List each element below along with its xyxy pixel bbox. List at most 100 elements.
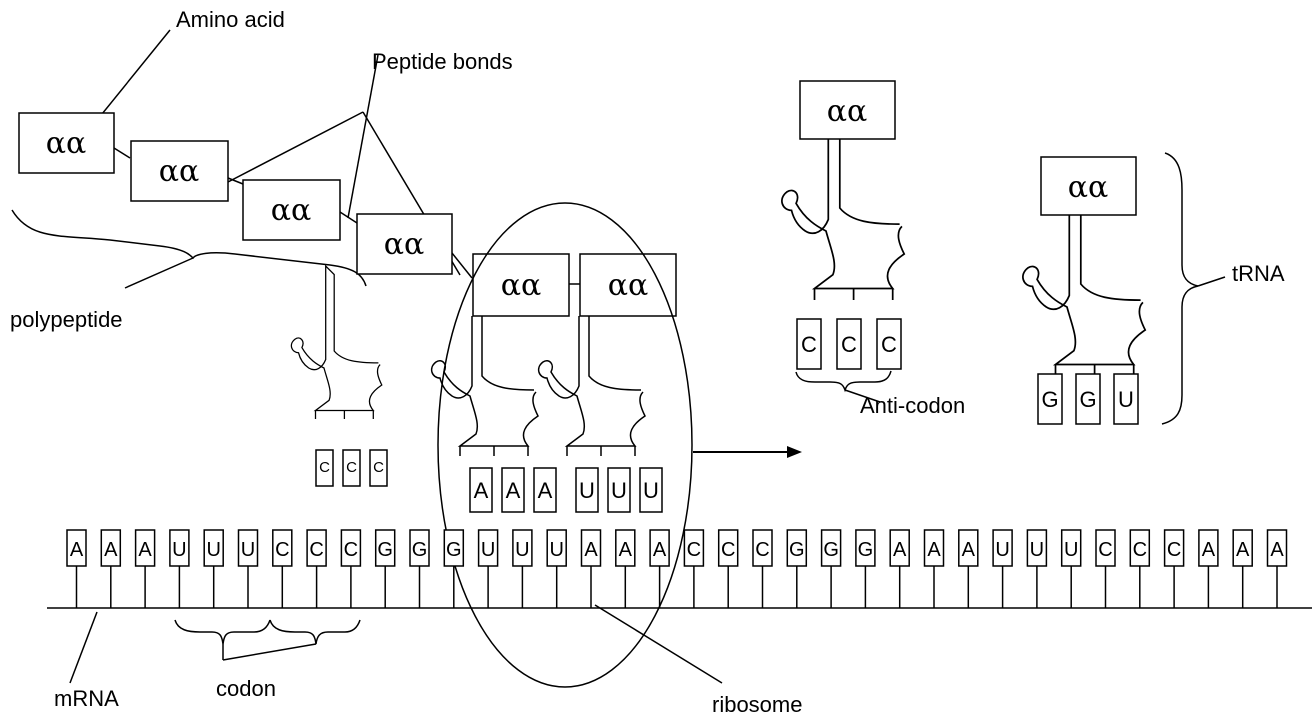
mrna-base: G: [410, 530, 429, 608]
trna-leader: [1198, 277, 1225, 286]
mrna-base-letter: A: [104, 539, 118, 561]
mrna-base: A: [650, 530, 669, 608]
anticodon-base-letter: U: [643, 478, 659, 503]
mrna-base-letter: G: [823, 539, 839, 561]
mrna-base: U: [513, 530, 532, 608]
ribosome-label: ribosome: [712, 692, 802, 717]
mrna-base: U: [1062, 530, 1081, 608]
codon-leader: [223, 644, 316, 660]
mrna-base: C: [684, 530, 703, 608]
mrna-label: mRNA: [54, 686, 119, 711]
codon-label: codon: [216, 676, 276, 701]
mrna-base-letter: U: [549, 539, 563, 561]
mrna-base: A: [1268, 530, 1287, 608]
mrna-base: A: [136, 530, 155, 608]
anti-codon-label: Anti-codon: [860, 393, 965, 418]
mrna-base: U: [239, 530, 258, 608]
mrna-base: A: [582, 530, 601, 608]
amino-acid-symbol: αα: [1068, 170, 1109, 205]
mrna-base-letter: G: [858, 539, 874, 561]
mrna-base: G: [787, 530, 806, 608]
peptide-bonds-label: Peptide bonds: [372, 49, 513, 74]
anticodon-base-letter: C: [346, 459, 357, 476]
mrna-base: U: [547, 530, 566, 608]
anticodon-base-letter: U: [611, 478, 627, 503]
mrna-base-letter: U: [515, 539, 529, 561]
trna-body: [432, 316, 538, 456]
mrna-base: C: [1096, 530, 1115, 608]
mrna-base-letter: C: [687, 539, 701, 561]
mrna-base-letter: A: [1236, 539, 1250, 561]
anticodon-base-letter: C: [881, 332, 897, 357]
mrna-base-letter: C: [721, 539, 735, 561]
amino-acid-symbol: αα: [271, 193, 312, 228]
anticodon-base-letter: C: [319, 459, 330, 476]
anticodon-base-letter: C: [801, 332, 817, 357]
mrna-base: C: [1165, 530, 1184, 608]
mrna-base-letter: U: [241, 539, 255, 561]
mrna-base-letter: U: [1064, 539, 1078, 561]
trna-bodies: [291, 139, 1145, 456]
anticodon-base-letter: A: [474, 478, 489, 503]
mrna-base-letter: G: [446, 539, 462, 561]
anticodon-base-letter: G: [1041, 387, 1058, 412]
anticodon-base-letter: U: [1118, 387, 1134, 412]
mrna-base-letter: C: [309, 539, 323, 561]
mrna-leader: [70, 612, 97, 683]
amino-acid-symbol: αα: [159, 154, 200, 189]
mrna-base: A: [1199, 530, 1218, 608]
amino-acid-symbol: αα: [384, 227, 425, 262]
mrna-base: A: [616, 530, 635, 608]
mrna-base-letter: A: [1270, 539, 1284, 561]
mrna-base: U: [204, 530, 223, 608]
mrna-base-letter: G: [412, 539, 428, 561]
mrna-base: A: [959, 530, 978, 608]
polypeptide-leader: [125, 258, 193, 288]
trna-brace: [1162, 153, 1198, 424]
mrna-base-letter: G: [789, 539, 805, 561]
mrna-base-letter: A: [584, 539, 598, 561]
anticodon-base-letter: G: [1079, 387, 1096, 412]
mrna-base: U: [1027, 530, 1046, 608]
mrna-base: A: [1233, 530, 1252, 608]
mrna-base: C: [1130, 530, 1149, 608]
movement-arrow: [693, 446, 802, 458]
mrna-base-letter: C: [755, 539, 769, 561]
mrna-base: A: [925, 530, 944, 608]
mrna-base-letter: G: [377, 539, 393, 561]
mrna-base: A: [101, 530, 120, 608]
amino-acid-symbol: αα: [501, 268, 542, 303]
mrna-base-letter: U: [1030, 539, 1044, 561]
mrna-base-letter: A: [619, 539, 633, 561]
mrna-base: U: [479, 530, 498, 608]
mrna-base-letter: A: [893, 539, 907, 561]
mrna-base-letter: U: [172, 539, 186, 561]
mrna-base: C: [719, 530, 738, 608]
mrna-base-letter: C: [275, 539, 289, 561]
anticodon-base-letter: A: [506, 478, 521, 503]
mrna-base-letter: U: [995, 539, 1009, 561]
codon-brace: [270, 620, 360, 644]
mrna-base-letter: A: [138, 539, 152, 561]
mrna-base-letter: C: [1167, 539, 1181, 561]
mrna-base-letter: A: [1202, 539, 1216, 561]
anticodon-base-letter: A: [538, 478, 553, 503]
mrna-base-letter: U: [481, 539, 495, 561]
anticodon-base-letter: C: [373, 459, 384, 476]
mrna-base-letter: C: [1098, 539, 1112, 561]
anticodon-base-letter: U: [579, 478, 595, 503]
mrna-base-letter: U: [206, 539, 220, 561]
polypeptide-label: polypeptide: [10, 307, 123, 332]
mrna-base: C: [341, 530, 360, 608]
mrna-base: U: [170, 530, 189, 608]
mrna-base: A: [67, 530, 86, 608]
trna-body: [782, 139, 904, 300]
mrna-base-letter: C: [1133, 539, 1147, 561]
amino-acid-symbol: αα: [827, 94, 868, 129]
polypeptide-chain: αα αα αα αα αα αα: [19, 113, 676, 316]
